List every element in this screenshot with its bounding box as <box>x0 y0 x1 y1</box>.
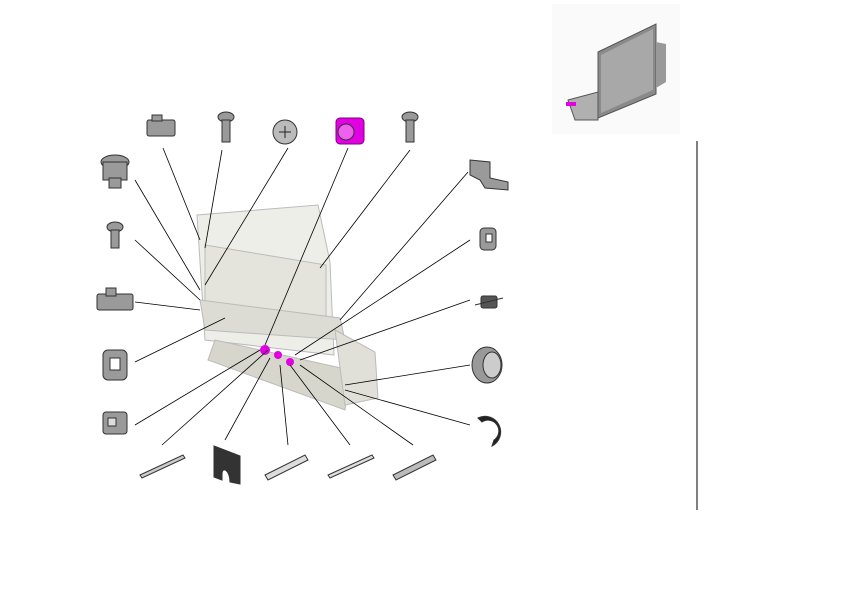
holder-icon <box>102 411 128 435</box>
location-thumbnail <box>552 4 680 134</box>
screw-icon <box>217 111 235 143</box>
knob-icon <box>100 154 130 189</box>
ring-icon <box>471 346 503 384</box>
screw-icon <box>106 221 124 249</box>
highlight-part-location <box>260 345 270 355</box>
u-plate-icon <box>213 445 241 485</box>
clip-icon <box>479 227 497 251</box>
small-roller-icon <box>474 295 504 309</box>
clip-icon <box>102 349 128 381</box>
rod-icon <box>139 454 186 479</box>
leader-lines <box>134 147 471 446</box>
highlight-marker <box>566 102 576 106</box>
screw-icon <box>401 111 419 143</box>
main-assembly <box>196 204 379 411</box>
l-bracket-icon <box>469 159 509 191</box>
bracket-icon <box>96 287 134 311</box>
cross-screw-icon <box>272 119 298 145</box>
rod-icon <box>264 454 309 481</box>
highlighted-roller-icon <box>335 117 365 145</box>
bracket-icon <box>146 114 176 137</box>
rail-icon <box>392 454 437 481</box>
rod-icon <box>327 454 375 479</box>
e-clip-icon <box>477 415 502 447</box>
